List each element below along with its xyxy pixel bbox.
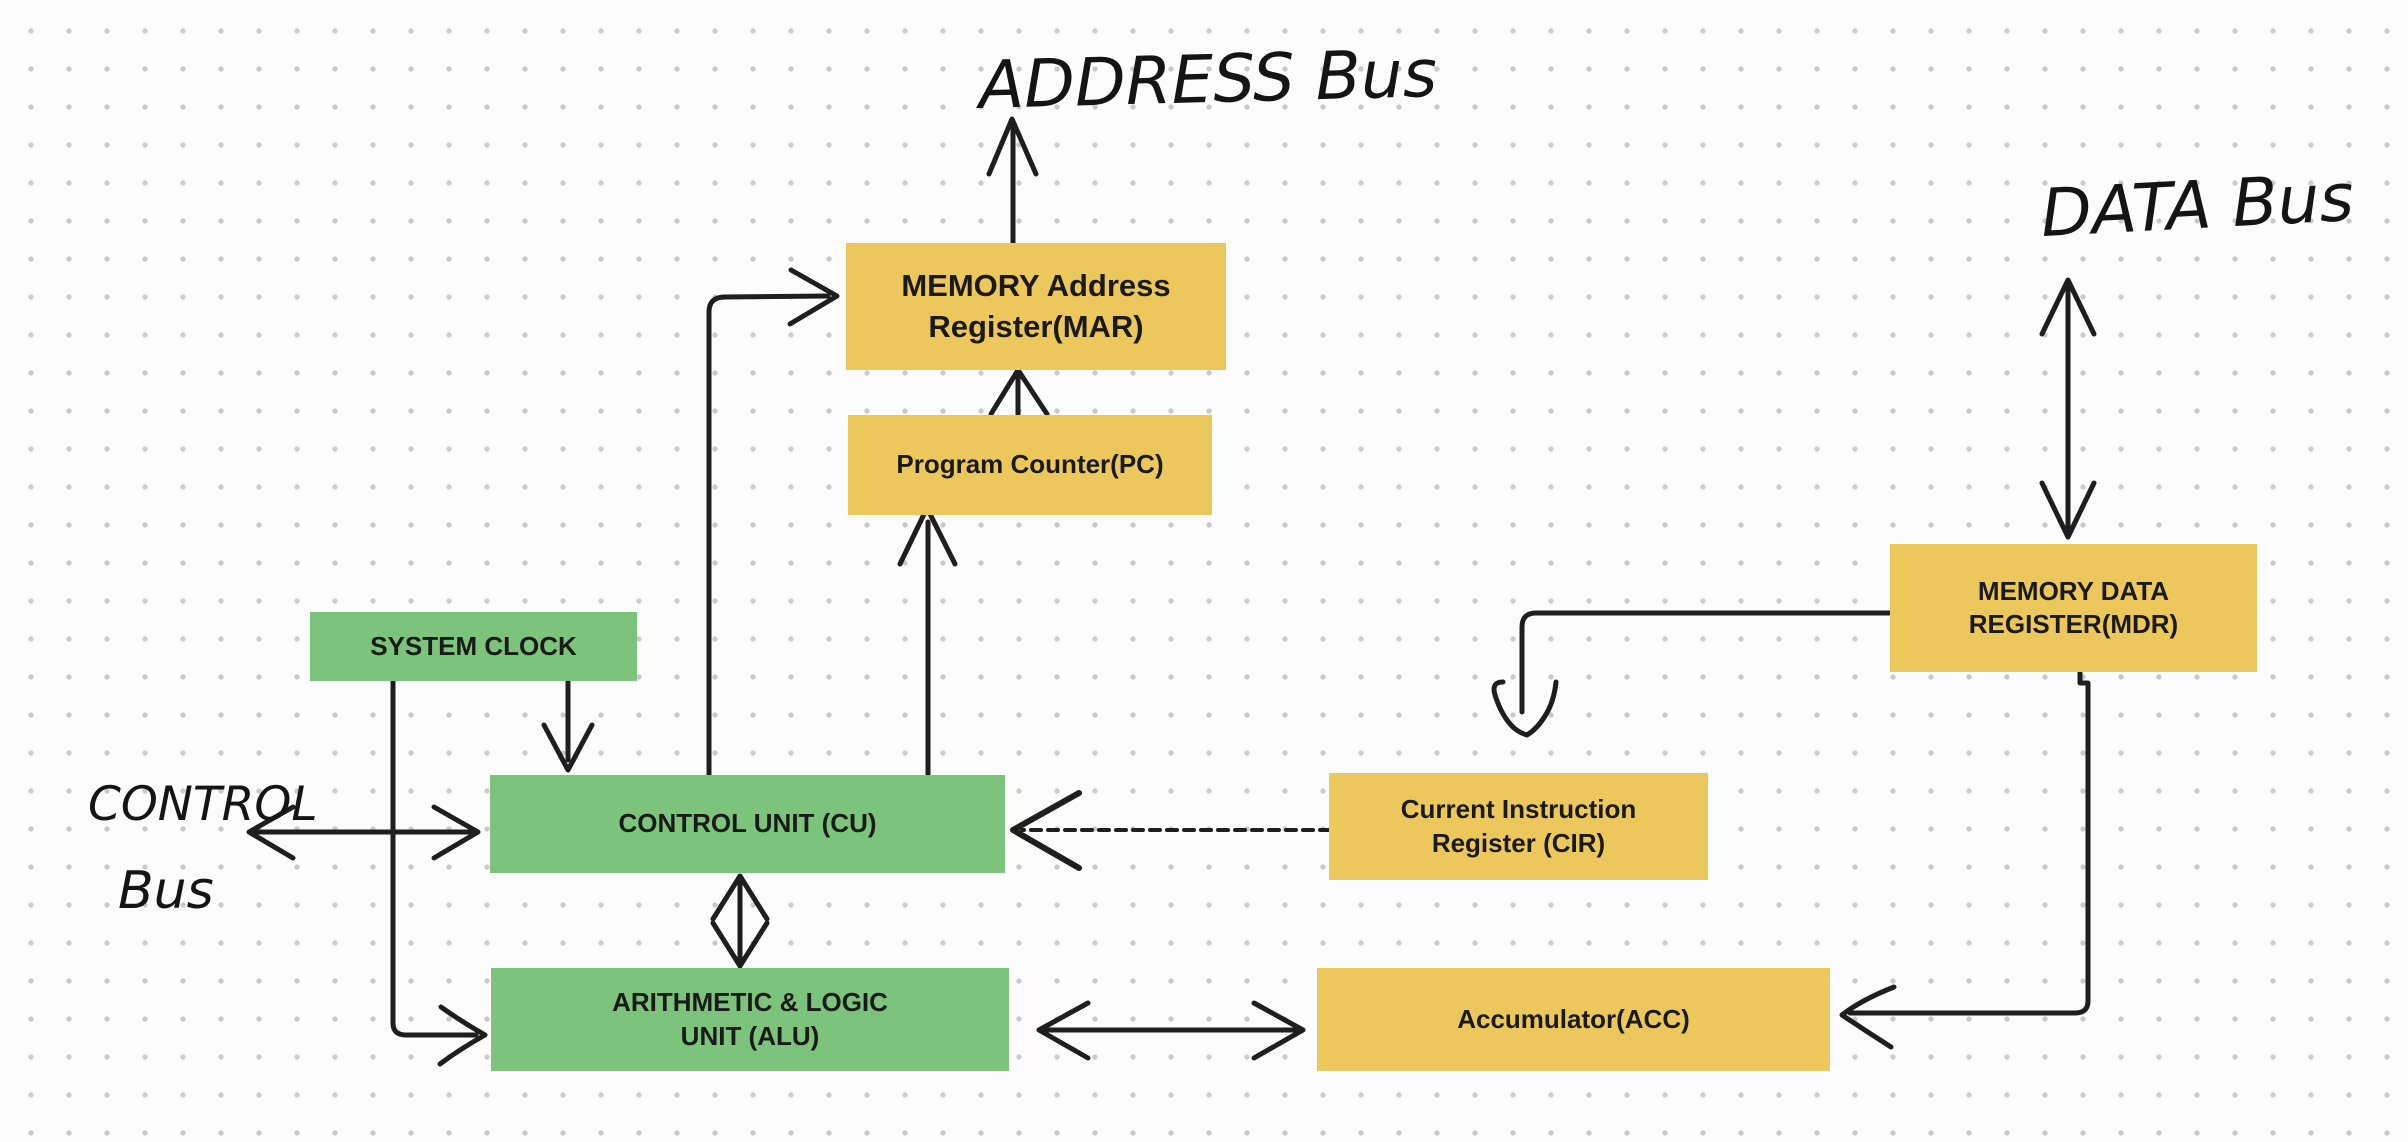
mdr-box: MEMORY DATA REGISTER(MDR) [1890, 544, 2257, 672]
alu-box: ARITHMETIC & LOGIC UNIT (ALU) [491, 968, 1009, 1071]
arrow-cu-to-mar [706, 267, 840, 778]
arrow-system-clock-to-alu [390, 678, 488, 1067]
pc-label: Program Counter(PC) [896, 449, 1164, 480]
cu-label: CONTROL UNIT (CU) [618, 808, 877, 839]
alu-label-line1: ARITHMETIC & LOGIC [612, 987, 888, 1018]
data-bus-label: DATA Bus [2039, 159, 2356, 252]
system-clock-label: SYSTEM CLOCK [370, 630, 577, 661]
mar-label-line1: MEMORY Address [901, 268, 1171, 304]
cu-box: CONTROL UNIT (CU) [490, 775, 1005, 873]
arrow-system-clock-to-cu [541, 678, 595, 773]
arrow-pc-to-mar [988, 367, 1050, 421]
arrow-mar-to-address-bus [986, 116, 1039, 246]
arrow-data-bus [2039, 277, 2097, 540]
mar-box: MEMORY Address Register(MAR) [846, 243, 1226, 370]
acc-label: Accumulator(ACC) [1457, 1003, 1690, 1034]
alu-label-line2: UNIT (ALU) [680, 1020, 820, 1051]
arrow-mdr-to-cir [1491, 610, 1893, 738]
cir-label-line2: Register (CIR) [1431, 827, 1606, 858]
mdr-label-line2: REGISTER(MDR) [1968, 609, 2179, 639]
arrow-mdr-to-acc [1839, 670, 2091, 1050]
mar-label-line2: Register(MAR) [928, 308, 1144, 344]
arrow-control-bus [246, 804, 481, 861]
cir-box: Current Instruction Register (CIR) [1329, 773, 1708, 880]
arrow-cir-to-cu [1010, 790, 1332, 871]
acc-box: Accumulator(ACC) [1317, 968, 1830, 1071]
control-bus-label-line1: CONTROL [88, 777, 318, 832]
arrow-cu-to-pc [897, 505, 958, 778]
system-clock-box: SYSTEM CLOCK [310, 612, 637, 681]
pc-box: Program Counter(PC) [848, 415, 1212, 515]
arrow-alu-acc [1036, 1000, 1306, 1061]
cir-label-line1: Current Instruction [1400, 794, 1637, 825]
address-bus-label: ADDRESS Bus [974, 35, 1438, 124]
control-bus-label-line2: Bus [118, 861, 214, 921]
mdr-label-line1: MEMORY DATA [1977, 575, 2170, 606]
arrow-cu-alu [710, 873, 770, 969]
